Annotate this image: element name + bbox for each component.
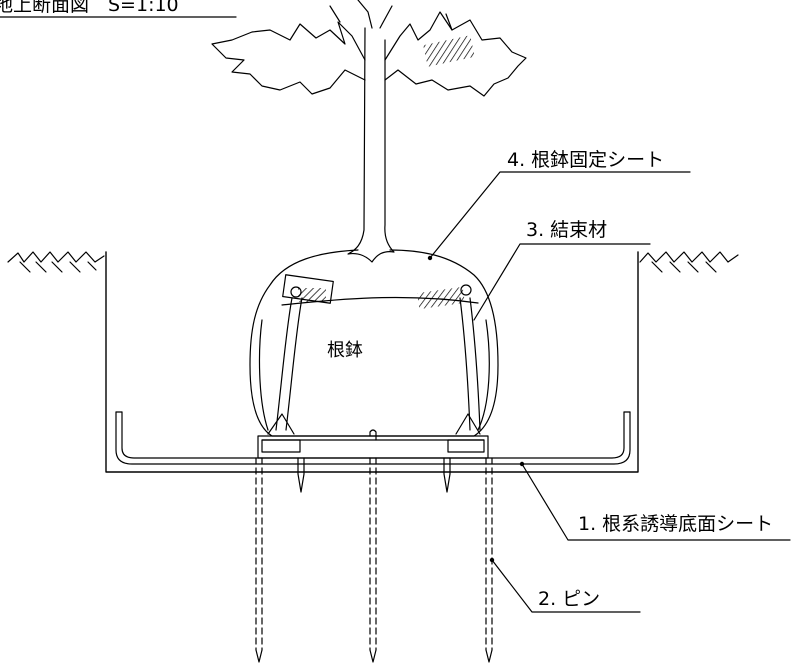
leader-1 <box>521 463 791 541</box>
tree-crown <box>211 0 527 97</box>
leader-2 <box>491 559 641 613</box>
binding-left <box>267 274 334 435</box>
base-plate <box>257 435 489 459</box>
ground-left <box>7 251 105 273</box>
binding-right <box>417 284 481 435</box>
callout-pin: 2. ピン <box>538 588 601 610</box>
leader-3 <box>473 243 651 321</box>
root-ball-label: 根鉢 <box>327 340 363 361</box>
planting-pit <box>105 251 639 473</box>
pin-heads <box>255 429 493 663</box>
crown-hatch <box>423 35 475 67</box>
drawing-title: 地上断面図 S=1:10 <box>0 0 179 16</box>
root-ball-sheet <box>249 249 499 437</box>
callout-binding: 3. 結束材 <box>526 219 608 241</box>
callout-root-ball-sheet: 4. 根鉢固定シート <box>507 149 665 171</box>
leader-4 <box>429 171 691 259</box>
pins <box>255 457 493 651</box>
ground-right <box>639 251 739 273</box>
callout-bottom-sheet: 1. 根系誘導底面シート <box>578 513 774 535</box>
tree-trunk <box>347 27 395 263</box>
root-guidance-sheet <box>115 411 631 465</box>
